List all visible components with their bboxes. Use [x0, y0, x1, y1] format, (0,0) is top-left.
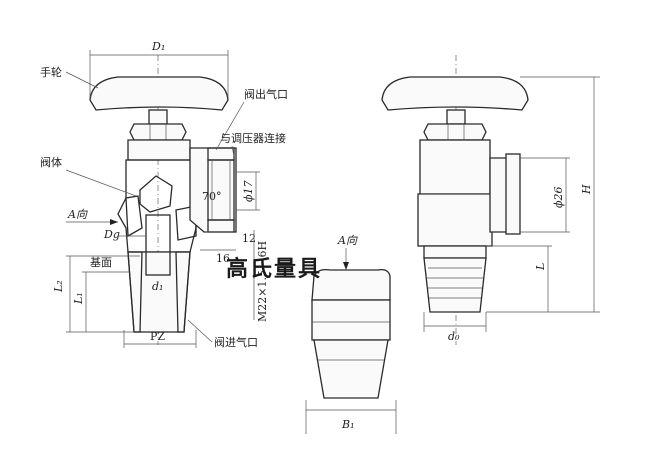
handwheel-shape: [89, 76, 229, 111]
outlet-label: 阀出气口: [244, 87, 288, 101]
dim-16-label: 16: [216, 252, 230, 265]
dim-Dg-label: Dg: [103, 228, 120, 241]
dim-L2-label: L₂: [52, 280, 65, 293]
inlet-label: 阀进气口: [214, 335, 258, 349]
dim-phi17-label: ϕ17: [242, 181, 255, 203]
watermark-text: 高氏量具: [226, 256, 322, 282]
dim-phi26-label: ϕ26: [552, 187, 565, 209]
dim-D1-label: D₁: [151, 40, 165, 53]
dim-H-label: H: [580, 184, 593, 195]
dim-d1-label: d₁: [152, 280, 163, 293]
handwheel-label: 手轮: [40, 65, 62, 79]
valve-body-label: 阀体: [40, 155, 62, 169]
dim-B1-label: B₁: [341, 418, 355, 431]
a-direction-left-label: A向: [67, 208, 88, 221]
dim-L-label: L: [534, 263, 547, 271]
thread-spec-label: M22×1.5 – 6H: [256, 241, 269, 322]
dim-12-label: 12: [242, 232, 256, 245]
dim-L1-label: L₁: [72, 292, 85, 305]
dim-pz-label: PZ: [150, 330, 165, 343]
base-plane-label: 基面: [90, 256, 112, 269]
a-direction-view-label: A向: [337, 234, 358, 247]
angle-label: 70°: [202, 190, 222, 203]
a-direction-view: A向 B₁: [305, 234, 397, 434]
left-section-view: D₁ 手轮 阀体 A向 Dg 基面 d₁ L₂ L₁ PZ 阀进气口: [40, 40, 288, 349]
dim-d0-label: d₀: [448, 330, 460, 343]
regulator-connection-label: 与调压器连接: [220, 132, 286, 145]
right-front-view: H ϕ26 L d₀: [381, 55, 600, 345]
